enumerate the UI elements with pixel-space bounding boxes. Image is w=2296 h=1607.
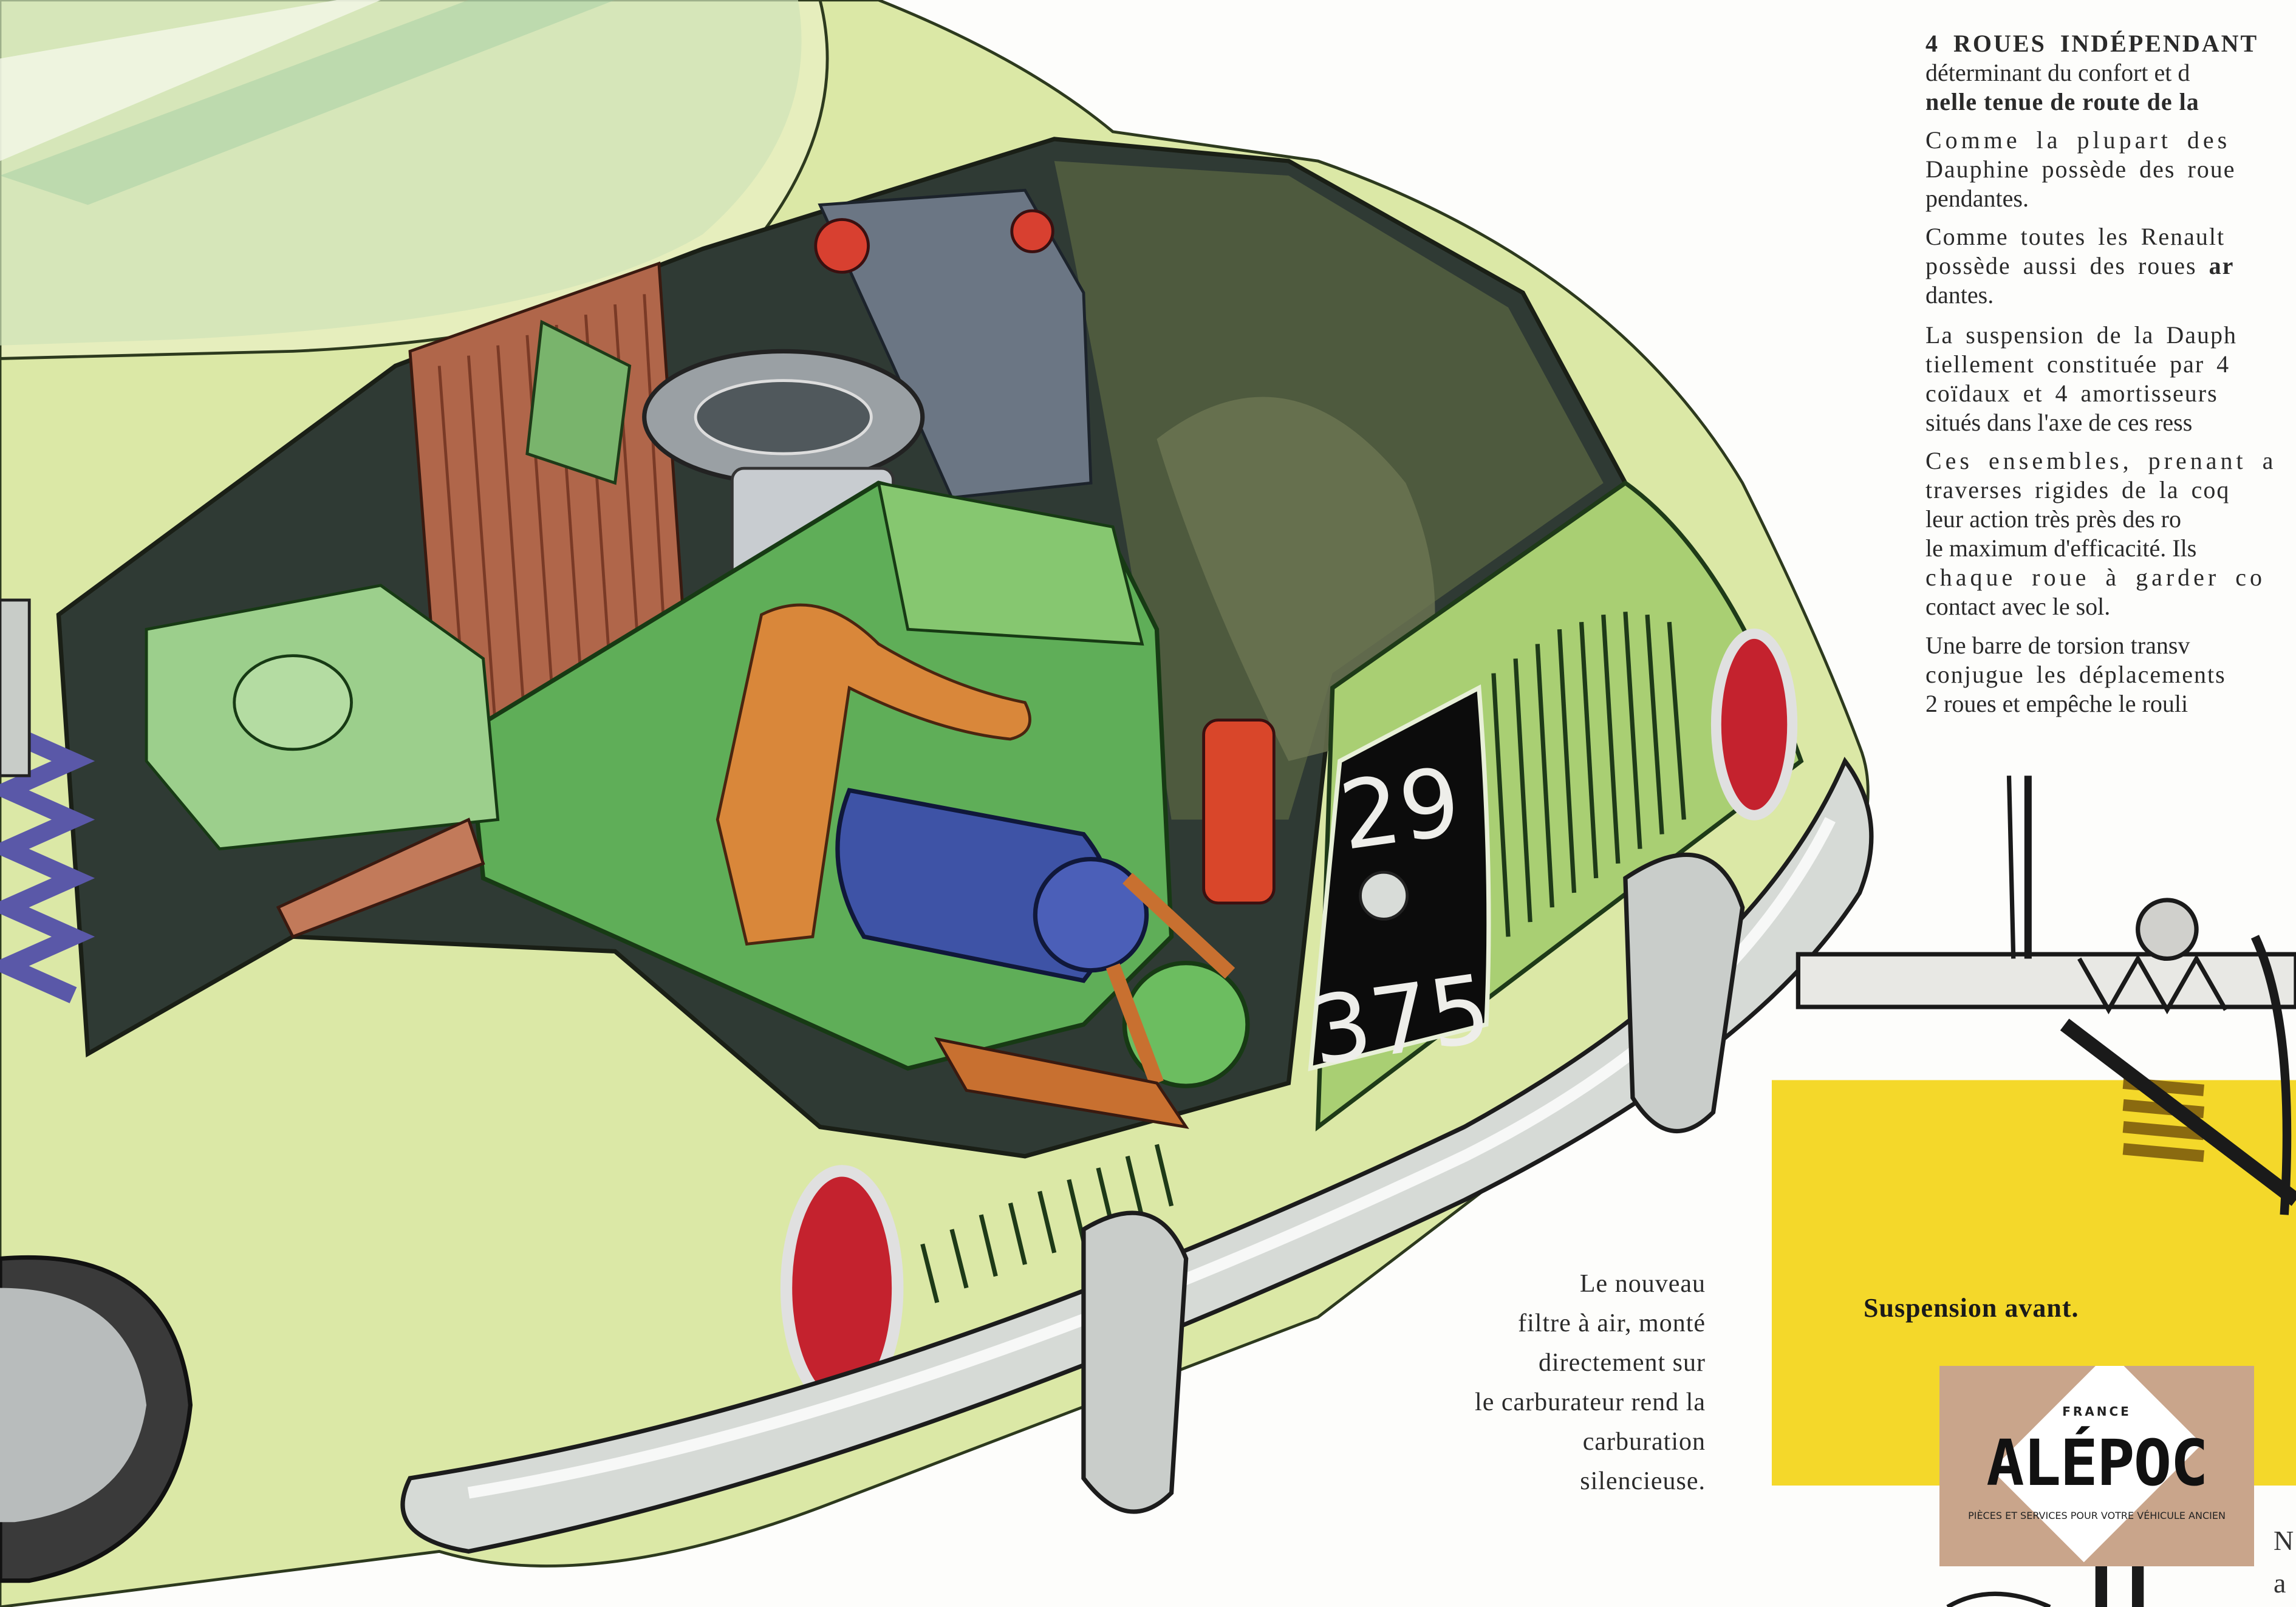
tail-light-right — [1710, 629, 1798, 821]
text-line-bold: nelle tenue de route de la — [1925, 88, 2199, 115]
air-filter-core — [694, 379, 873, 455]
paragraph: Ces ensembles, prenant a traverses rigid… — [1925, 446, 2296, 621]
exhaust-manifold — [716, 603, 1031, 946]
logo-brand: ALÉPOC — [1986, 1426, 2209, 1500]
window-shade — [0, 0, 615, 205]
cut-off-text: N — [2274, 1525, 2294, 1556]
paragraph: La suspension de la Dauph tiellement con… — [1925, 321, 2296, 437]
oil-cap — [814, 218, 870, 274]
caption-line: filtre à air, monté — [1518, 1309, 1706, 1337]
text-fragment: possède aussi des roues — [1925, 252, 2209, 279]
text-line: Comme toutes les Renault — [1925, 223, 2226, 250]
tyre-rim — [0, 1288, 147, 1523]
plate-top-number: 29 — [1333, 748, 1466, 872]
rear-window — [0, 0, 802, 346]
text-line: le maximum d'efficacité. Ils — [1925, 534, 2197, 562]
bold-fragment: ar — [2209, 252, 2235, 279]
window-glare — [0, 0, 381, 162]
bumper-overrider-right — [1623, 852, 1745, 1134]
text-line: tiellement constituée par 4 — [1925, 350, 2230, 378]
caption-line: Le nouveau — [1579, 1270, 1706, 1298]
text-line: contact avec le sol. — [1925, 593, 2111, 620]
logo-country: FRANCE — [2062, 1404, 2131, 1419]
text-line: Dauphine possède des roue — [1925, 155, 2236, 183]
caption-line: carburation — [1582, 1428, 1706, 1456]
caption-line: le carburateur rend la — [1475, 1388, 1706, 1416]
rear-grille — [1491, 612, 1686, 937]
text-line: situés dans l'axe de ces ress — [1925, 409, 2193, 436]
crank-pulley — [1122, 961, 1250, 1088]
shock-absorber — [0, 598, 31, 777]
text-line: déterminant du confort et d — [1925, 59, 2190, 86]
text-line: Comme la plupart des — [1925, 126, 2231, 154]
text-line: traverses rigides de la coq — [1925, 476, 2230, 503]
text-line: Ces ensembles, prenant a — [1925, 447, 2277, 474]
suspension-figure-label: Suspension avant. — [1864, 1293, 2079, 1323]
heading-line: 4 ROUES INDÉPENDANT — [1925, 30, 2259, 57]
text-line: leur action très près des ro — [1925, 505, 2181, 533]
plate-bottom-number: 375 — [1305, 954, 1497, 1087]
ignition-coil — [1202, 718, 1276, 905]
caption-line: directement sur — [1538, 1349, 1706, 1377]
text-line: dantes. — [1925, 281, 1994, 309]
text-line: pendantes. — [1925, 185, 2029, 212]
text-line: chaque roue à garder co — [1925, 564, 2266, 591]
engine-mount — [934, 1037, 1189, 1129]
text-line: possède aussi des roues ar — [1925, 251, 2296, 281]
text-line: Une barre de torsion transv — [1925, 632, 2190, 659]
paragraph: Comme la plupart des Dauphine possède de… — [1925, 126, 2296, 213]
fan-blade — [525, 319, 632, 485]
boot-lock — [1359, 870, 1409, 921]
bumper-overrider-left — [1081, 1210, 1189, 1514]
alepoc-watermark-logo: FRANCE ALÉPOC PIÈCES ET SERVICES POUR VO… — [1939, 1366, 2254, 1566]
air-filter-caption: Le nouveau filtre à air, monté directeme… — [1475, 1264, 1706, 1501]
paragraph: Une barre de torsion transv conjugue les… — [1925, 631, 2296, 718]
paragraph-heading: 4 ROUES INDÉPENDANT déterminant du confo… — [1925, 29, 2296, 117]
cut-off-text: a — [2274, 1568, 2286, 1598]
caption-line: silencieuse. — [1580, 1467, 1706, 1495]
fan-belt — [1105, 873, 1235, 1086]
driveshaft — [276, 817, 485, 939]
coil-spring — [0, 723, 95, 1003]
logo-tagline: PIÈCES ET SERVICES POUR VOTRE VÉHICULE A… — [1968, 1510, 2226, 1521]
text-line: 2 roues et empêche le rouli — [1925, 690, 2188, 717]
oil-cap-2 — [1010, 209, 1054, 253]
dynamo-pulley — [1033, 856, 1149, 973]
gearbox-cover — [233, 654, 353, 751]
text-line: coïdaux et 4 amortisseurs — [1925, 380, 2218, 407]
text-line: conjugue les déplacements — [1925, 661, 2226, 688]
fan-housing — [818, 188, 1093, 499]
front-suspension-drawing — [1795, 776, 2296, 1607]
lower-grille — [920, 1144, 1174, 1303]
text-line: La suspension de la Dauph — [1925, 321, 2238, 349]
paragraph: Comme toutes les Renault possède aussi d… — [1925, 222, 2296, 310]
cylinder-head — [876, 481, 1144, 646]
